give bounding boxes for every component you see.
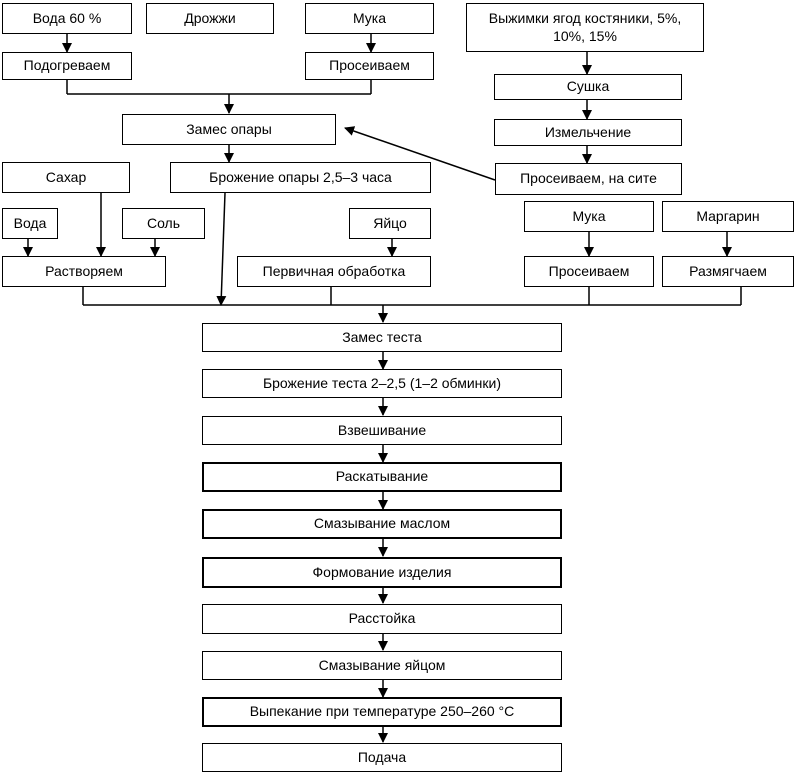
box-smazyvanie-yaicom: Смазывание яйцом <box>202 651 562 680</box>
box-yaico: Яйцо <box>349 208 431 239</box>
box-sol: Соль <box>122 208 205 239</box>
box-pervichnaya-obrabotka: Первичная обработка <box>237 256 431 287</box>
box-sahar: Сахар <box>2 162 130 193</box>
box-raskatyvanie: Раскатывание <box>202 462 562 492</box>
box-sushka: Сушка <box>494 74 682 100</box>
box-smazyvanie-maslom: Смазывание маслом <box>202 509 562 539</box>
box-brozhenie-opary: Брожение опары 2,5–3 часа <box>170 162 431 193</box>
box-vypekanie: Выпекание при температуре 250–260 °С <box>202 697 562 727</box>
box-formovanie: Формование изделия <box>202 557 562 588</box>
box-voda-60: Вода 60 % <box>2 3 132 34</box>
box-brozhenie-testa: Брожение теста 2–2,5 (1–2 обминки) <box>202 369 562 398</box>
box-izmelchenie: Измельчение <box>494 119 682 146</box>
box-zames-opary: Замес опары <box>122 114 336 145</box>
box-podacha: Подача <box>202 743 562 772</box>
arrow-brozhenie-opary-bus <box>216 192 227 306</box>
box-razmyagchaem: Размягчаем <box>662 256 794 287</box>
box-podogrevaem: Подогреваем <box>2 52 132 80</box>
box-muka-2: Мука <box>524 201 654 232</box>
box-drozhzhi: Дрожжи <box>146 3 274 34</box>
box-rasstoyka: Расстойка <box>202 604 562 634</box>
box-rastvoryaem: Растворяем <box>2 256 166 287</box>
box-proseivaem-1: Просеиваем <box>305 52 434 80</box>
box-margarin: Маргарин <box>662 201 794 232</box>
box-voda: Вода <box>2 208 58 239</box>
arrow-proseivaem-zames-opary <box>344 126 496 181</box>
box-vzveshivanie: Взвешивание <box>202 416 562 445</box>
box-muka: Мука <box>305 3 434 34</box>
box-zames-testa: Замес теста <box>202 323 562 352</box>
box-proseivaem-na-site: Просеиваем, на сите <box>495 163 682 195</box>
box-vyzhimki: Выжимки ягод костяники, 5%, 10%, 15% <box>466 3 704 52</box>
box-proseivaem-2: Просеиваем <box>524 256 654 287</box>
